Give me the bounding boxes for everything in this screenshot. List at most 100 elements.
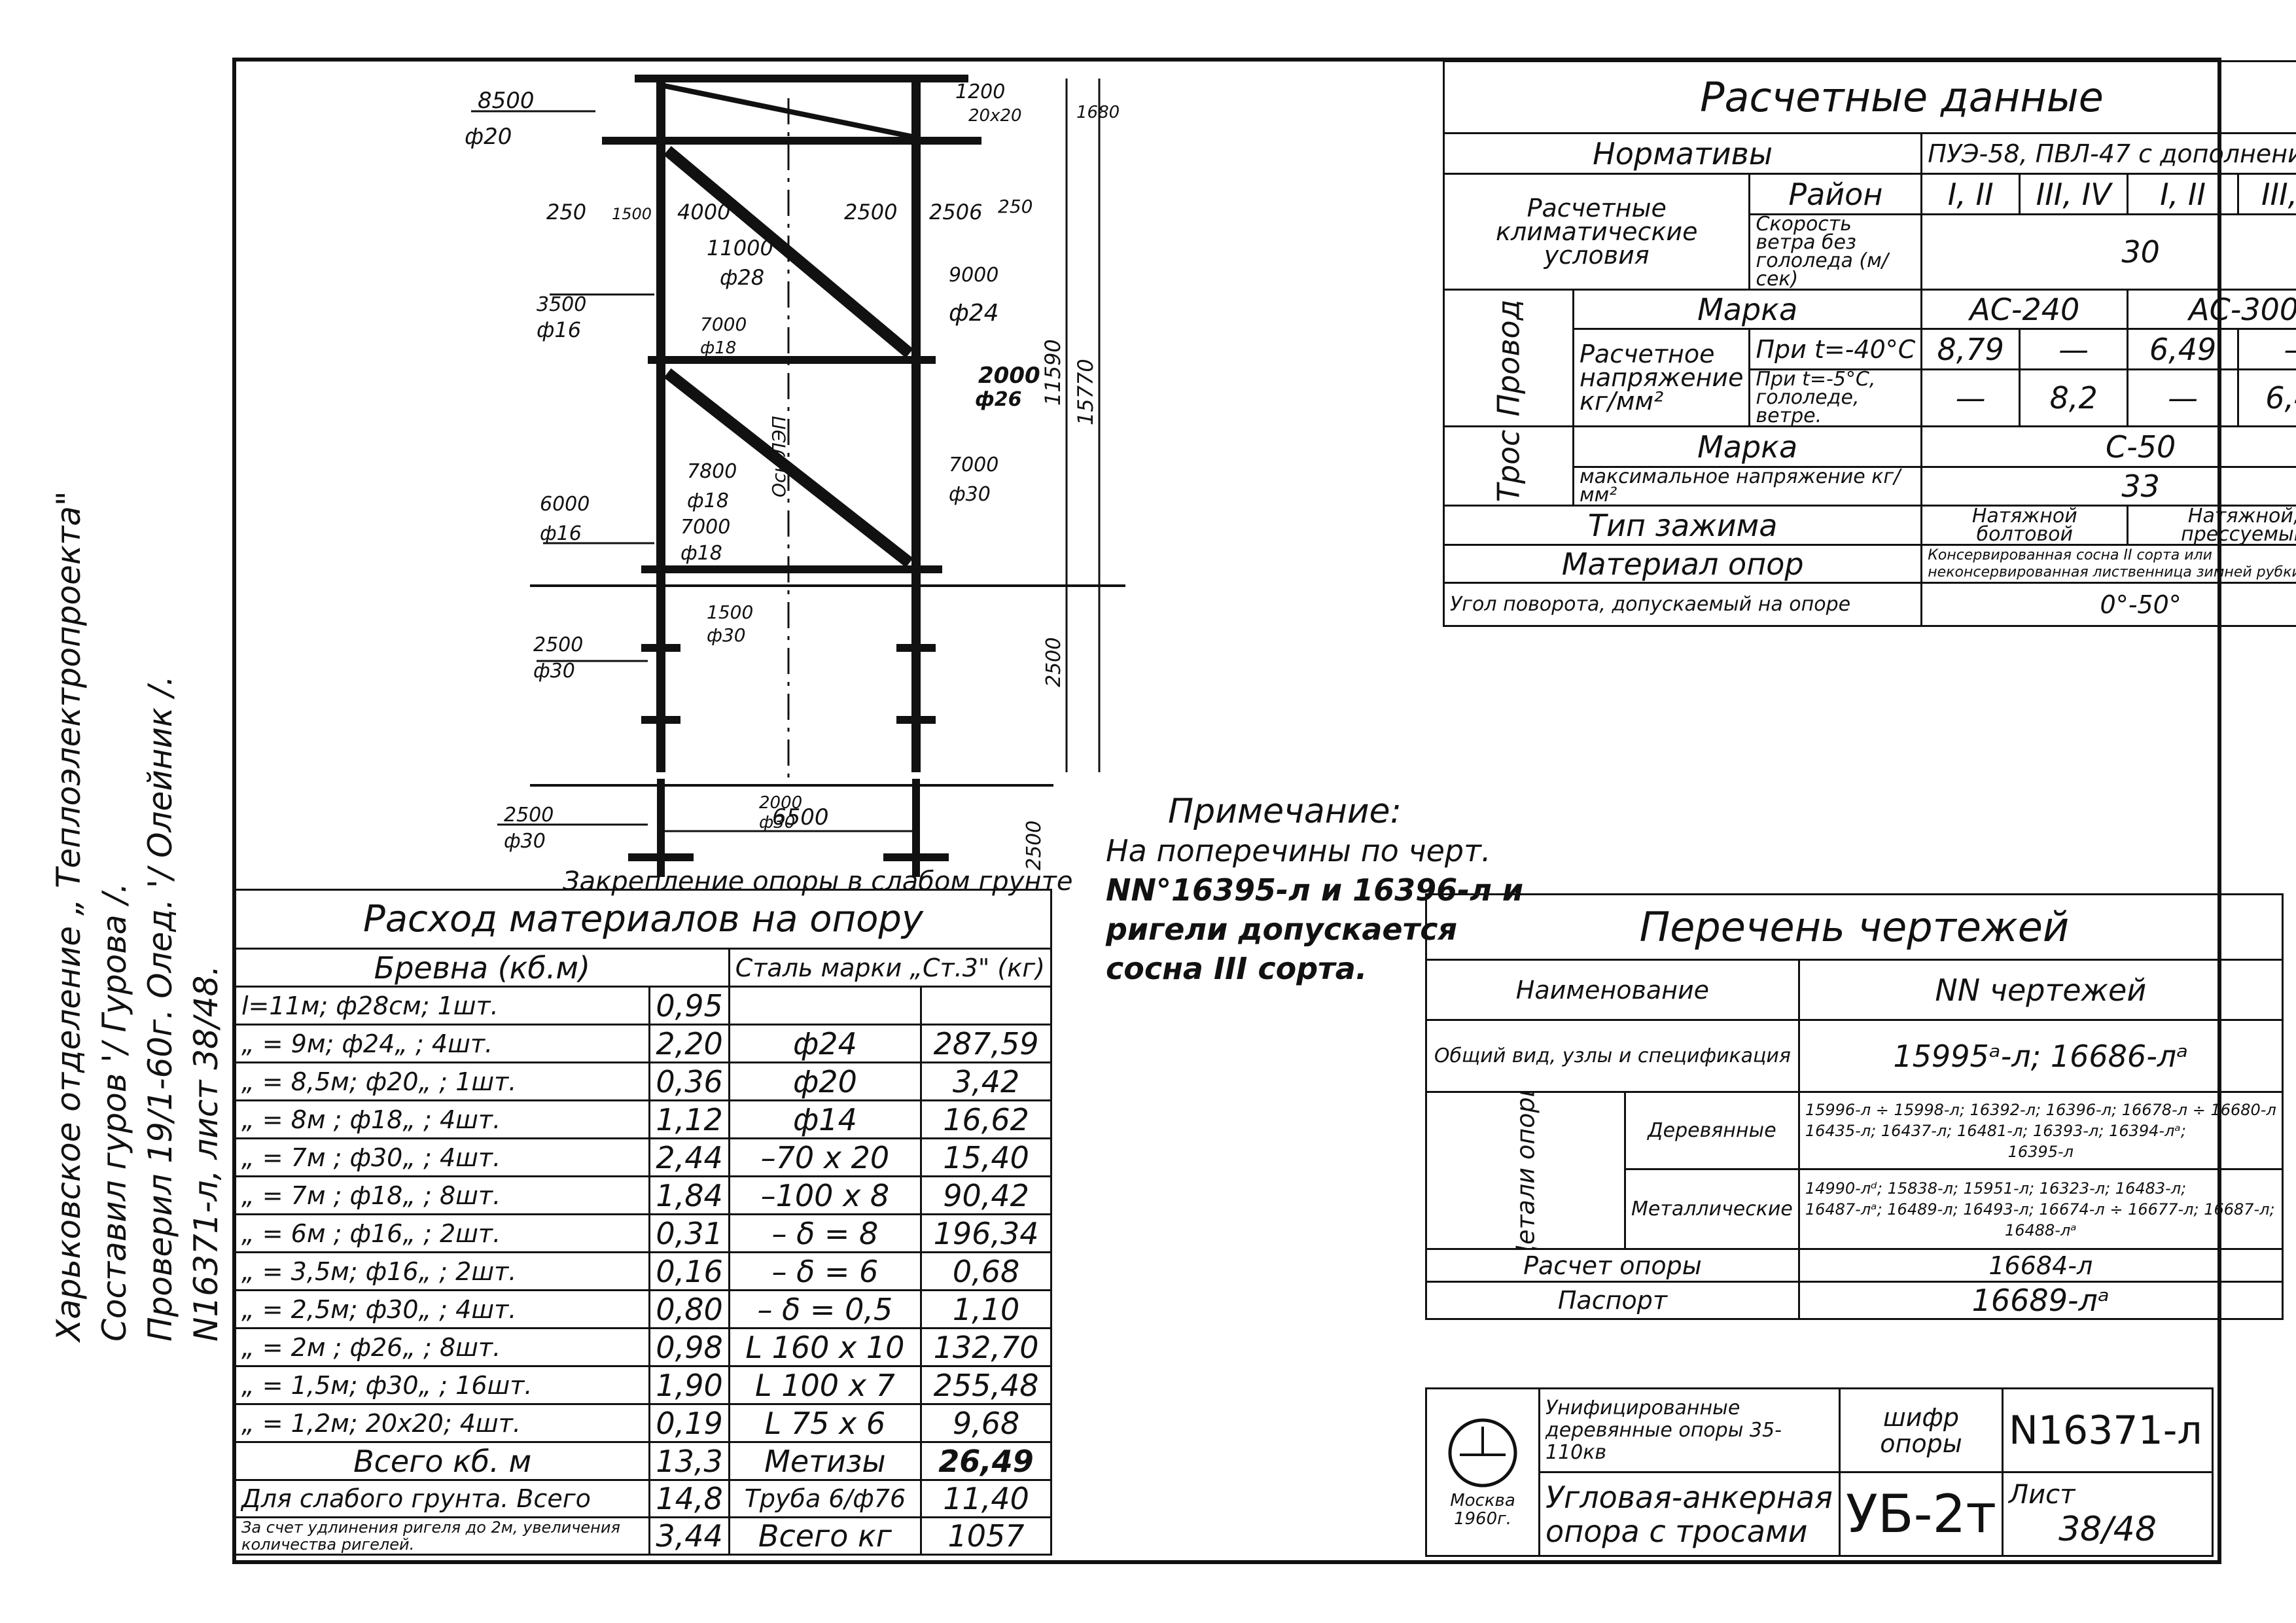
dim-label: 2500 bbox=[844, 200, 897, 224]
dim-label: 6000 bbox=[540, 493, 590, 516]
angle-label: Угол поворота, допускаемый на опоре bbox=[1442, 582, 1923, 627]
passport-value: 16689-лᵃ bbox=[1797, 1281, 2284, 1320]
rayon-label: Район bbox=[1748, 173, 1923, 215]
steel-weight: 1,10 bbox=[920, 1289, 1052, 1329]
log-spec: „ = 1,2м; 20x20; 4шт. bbox=[234, 1403, 651, 1443]
dim-label: 1500 bbox=[612, 205, 652, 223]
dim-label: 20x20 bbox=[968, 106, 1022, 126]
dim-label: ф30 bbox=[533, 660, 575, 683]
dim-label: ф30 bbox=[707, 624, 746, 646]
stamp-sheet: Лист 38/48 bbox=[2002, 1471, 2214, 1557]
side-info-line: Составил гуров '/ Гурова /. bbox=[96, 882, 133, 1342]
steel-weight: 16,62 bbox=[920, 1099, 1052, 1139]
log-volume: 0,36 bbox=[648, 1061, 730, 1101]
steel-spec: L 100 x 7 bbox=[728, 1365, 923, 1405]
head-logs: Бревна (кб.м) bbox=[234, 948, 730, 988]
material-value: Консервированная сосна II сорта или неко… bbox=[1920, 544, 2296, 584]
log-volume: 0,19 bbox=[648, 1403, 730, 1443]
dim-label: 2000 bbox=[759, 793, 802, 813]
log-spec: „ = 8,5м; ф20„ ; 1шт. bbox=[234, 1061, 651, 1101]
steel-weight: 287,59 bbox=[920, 1024, 1052, 1063]
log-spec: „ = 1,5м; ф30„ ; 16шт. bbox=[234, 1365, 651, 1405]
dim-label: 7000 bbox=[949, 454, 998, 476]
dim-label: 2500 bbox=[533, 633, 583, 656]
log-spec: „ = 7м ; ф18„ ; 8шт. bbox=[234, 1175, 651, 1215]
wood-value-line: 16395-л bbox=[2007, 1142, 2074, 1161]
steel-spec: –100 x 8 bbox=[728, 1175, 923, 1215]
wind-label: Скорость ветра без гололеда (м/сек) bbox=[1748, 213, 1923, 291]
steel-weight: 9,68 bbox=[920, 1403, 1052, 1443]
napr-cell: — bbox=[2019, 328, 2129, 370]
napr-cell: 8,79 bbox=[1920, 328, 2021, 370]
steel-spec: L 75 x 6 bbox=[728, 1403, 923, 1443]
metal-value-line: 16488-лᵃ bbox=[2004, 1221, 2077, 1240]
dim-label: 11000 bbox=[707, 236, 773, 260]
stamp-series: Унифицированные деревянные опоры 35-110к… bbox=[1538, 1387, 1841, 1473]
side-info: Харьковское отделение „ Теплоэлектропрое… bbox=[46, 491, 229, 1342]
dim-label: ф18 bbox=[680, 542, 722, 565]
marka-label: Марка bbox=[1572, 289, 1923, 330]
log-volume: 1,90 bbox=[648, 1365, 730, 1405]
stamp-code-label: шифр опоры bbox=[1839, 1387, 2004, 1473]
metal-label: Металлические bbox=[1624, 1168, 1800, 1250]
wood-label: Деревянные bbox=[1624, 1091, 1800, 1170]
materials-title: Расход материалов на опору bbox=[234, 889, 1052, 950]
tep-logo-icon bbox=[1448, 1418, 1517, 1487]
napr-cell: 8,2 bbox=[2019, 368, 2129, 427]
dim-label: 6500 bbox=[772, 804, 829, 830]
note-line: ригели допускается bbox=[1106, 912, 1458, 947]
dim-label: 2000 bbox=[978, 363, 1040, 389]
dim-label: ф30 bbox=[949, 483, 991, 506]
clamp-label: Тип зажима bbox=[1442, 505, 1923, 546]
napr-cell: — bbox=[2127, 368, 2239, 427]
dim-label: ф26 bbox=[975, 388, 1022, 411]
napr-cell: 6,49 bbox=[2236, 368, 2296, 427]
steel-spec: – δ = 0,5 bbox=[728, 1289, 923, 1329]
log-volume: 1,84 bbox=[648, 1175, 730, 1215]
log-spec: „ = 2,5м; ф30„ ; 4шт. bbox=[234, 1289, 651, 1329]
weak-value: 14,8 bbox=[648, 1479, 730, 1518]
wood-value-line: 15996-л ÷ 15998-л; 16392-л; 16396-л; 166… bbox=[1805, 1100, 2276, 1119]
stamp-name: Угловая-анкерная опора с тросами bbox=[1538, 1471, 1841, 1557]
log-spec: „ = 6м ; ф16„ ; 2шт. bbox=[234, 1213, 651, 1253]
note-title: Примечание: bbox=[1168, 792, 1402, 831]
stamp-year: 1960г. bbox=[1453, 1508, 1512, 1529]
log-volume: 2,20 bbox=[648, 1024, 730, 1063]
total-label: Всего кб. м bbox=[234, 1441, 651, 1481]
dim-label: 7000 bbox=[700, 313, 747, 335]
dim-label: 4000 bbox=[677, 200, 730, 224]
angle-value: 0°-50° bbox=[1920, 582, 2296, 627]
dim-label: ф16 bbox=[537, 317, 581, 342]
dim-label: ф30 bbox=[504, 830, 546, 853]
extra-value: 3,44 bbox=[648, 1516, 730, 1556]
dim-label: 15770 bbox=[1073, 359, 1098, 425]
steel-weight: 0,68 bbox=[920, 1251, 1052, 1291]
dim-label: ф20 bbox=[465, 124, 512, 150]
napr-1-label: При t=-40°С bbox=[1748, 328, 1923, 370]
dim-label: 2500 bbox=[1023, 821, 1046, 870]
general-value: 15995ᵃ-л; 16686-лᵃ bbox=[1797, 1019, 2284, 1093]
tros-label-text: Трос bbox=[1491, 429, 1527, 503]
dim-label: 1500 bbox=[707, 601, 753, 623]
calc-label: Расчет опоры bbox=[1425, 1248, 1800, 1283]
side-info-line: Харьковское отделение „ Теплоэлектропрое… bbox=[50, 491, 88, 1342]
wood-value: 15996-л ÷ 15998-л; 16392-л; 16396-л; 166… bbox=[1797, 1091, 2284, 1170]
material-value-line: Консервированная сосна II сорта или bbox=[1928, 546, 2212, 563]
wood-value-line: 16435-л; 16437-л; 16481-л; 16393-л; 1639… bbox=[1805, 1121, 2186, 1140]
dim-label: ф24 bbox=[949, 300, 999, 327]
head-name: Наименование bbox=[1425, 959, 1800, 1021]
stamp-sheet-label: Лист bbox=[2009, 1479, 2075, 1510]
dim-label: ф18 bbox=[687, 490, 729, 512]
log-volume: 2,44 bbox=[648, 1137, 730, 1177]
details-label-text: Детали опоры bbox=[1511, 1092, 1540, 1249]
provod-label: Провод bbox=[1443, 289, 1574, 427]
rayon-cell: III, IV bbox=[2236, 173, 2296, 215]
